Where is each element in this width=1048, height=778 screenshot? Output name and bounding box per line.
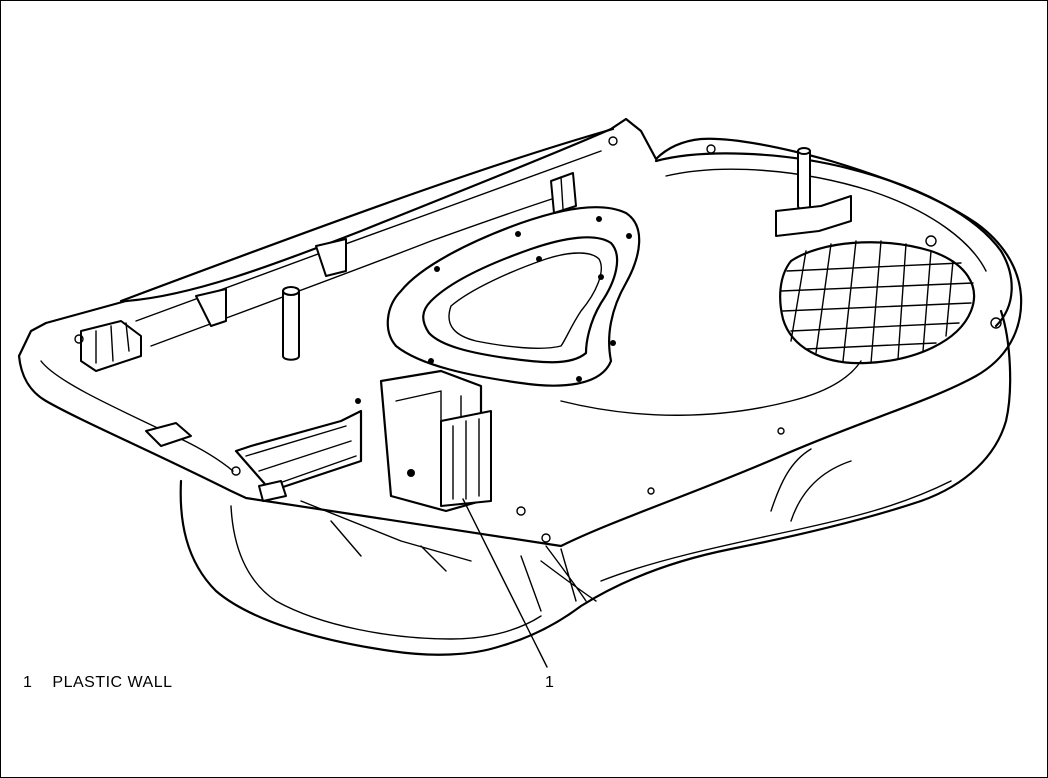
post-right xyxy=(775,147,852,237)
basin-body xyxy=(179,309,1012,656)
left-compartment xyxy=(234,369,492,572)
inner-rim xyxy=(40,360,234,472)
callout-number: 1 xyxy=(545,674,554,691)
basin-inner-curve xyxy=(230,505,542,640)
rim-holes xyxy=(74,136,1002,543)
center-gasket xyxy=(386,206,641,387)
left-wall-top xyxy=(119,127,615,303)
wall-tabs xyxy=(195,172,577,327)
basin-ridge xyxy=(520,545,597,612)
callout-leader xyxy=(462,498,548,668)
right-floor xyxy=(560,360,862,416)
filter-grid xyxy=(779,240,976,365)
legend-number: 1 xyxy=(23,674,33,691)
right-bowl-rim xyxy=(654,152,1013,328)
legend-item: 1 PLASTIC WALL xyxy=(23,674,173,692)
legend-label: PLASTIC WALL xyxy=(52,674,173,691)
basin-side-line xyxy=(600,480,952,582)
basin-lower-rim xyxy=(770,448,852,522)
post-left xyxy=(282,286,300,361)
right-bowl-inner xyxy=(665,168,987,272)
left-corner-bracket xyxy=(80,320,287,502)
outer-rim xyxy=(17,117,1023,548)
